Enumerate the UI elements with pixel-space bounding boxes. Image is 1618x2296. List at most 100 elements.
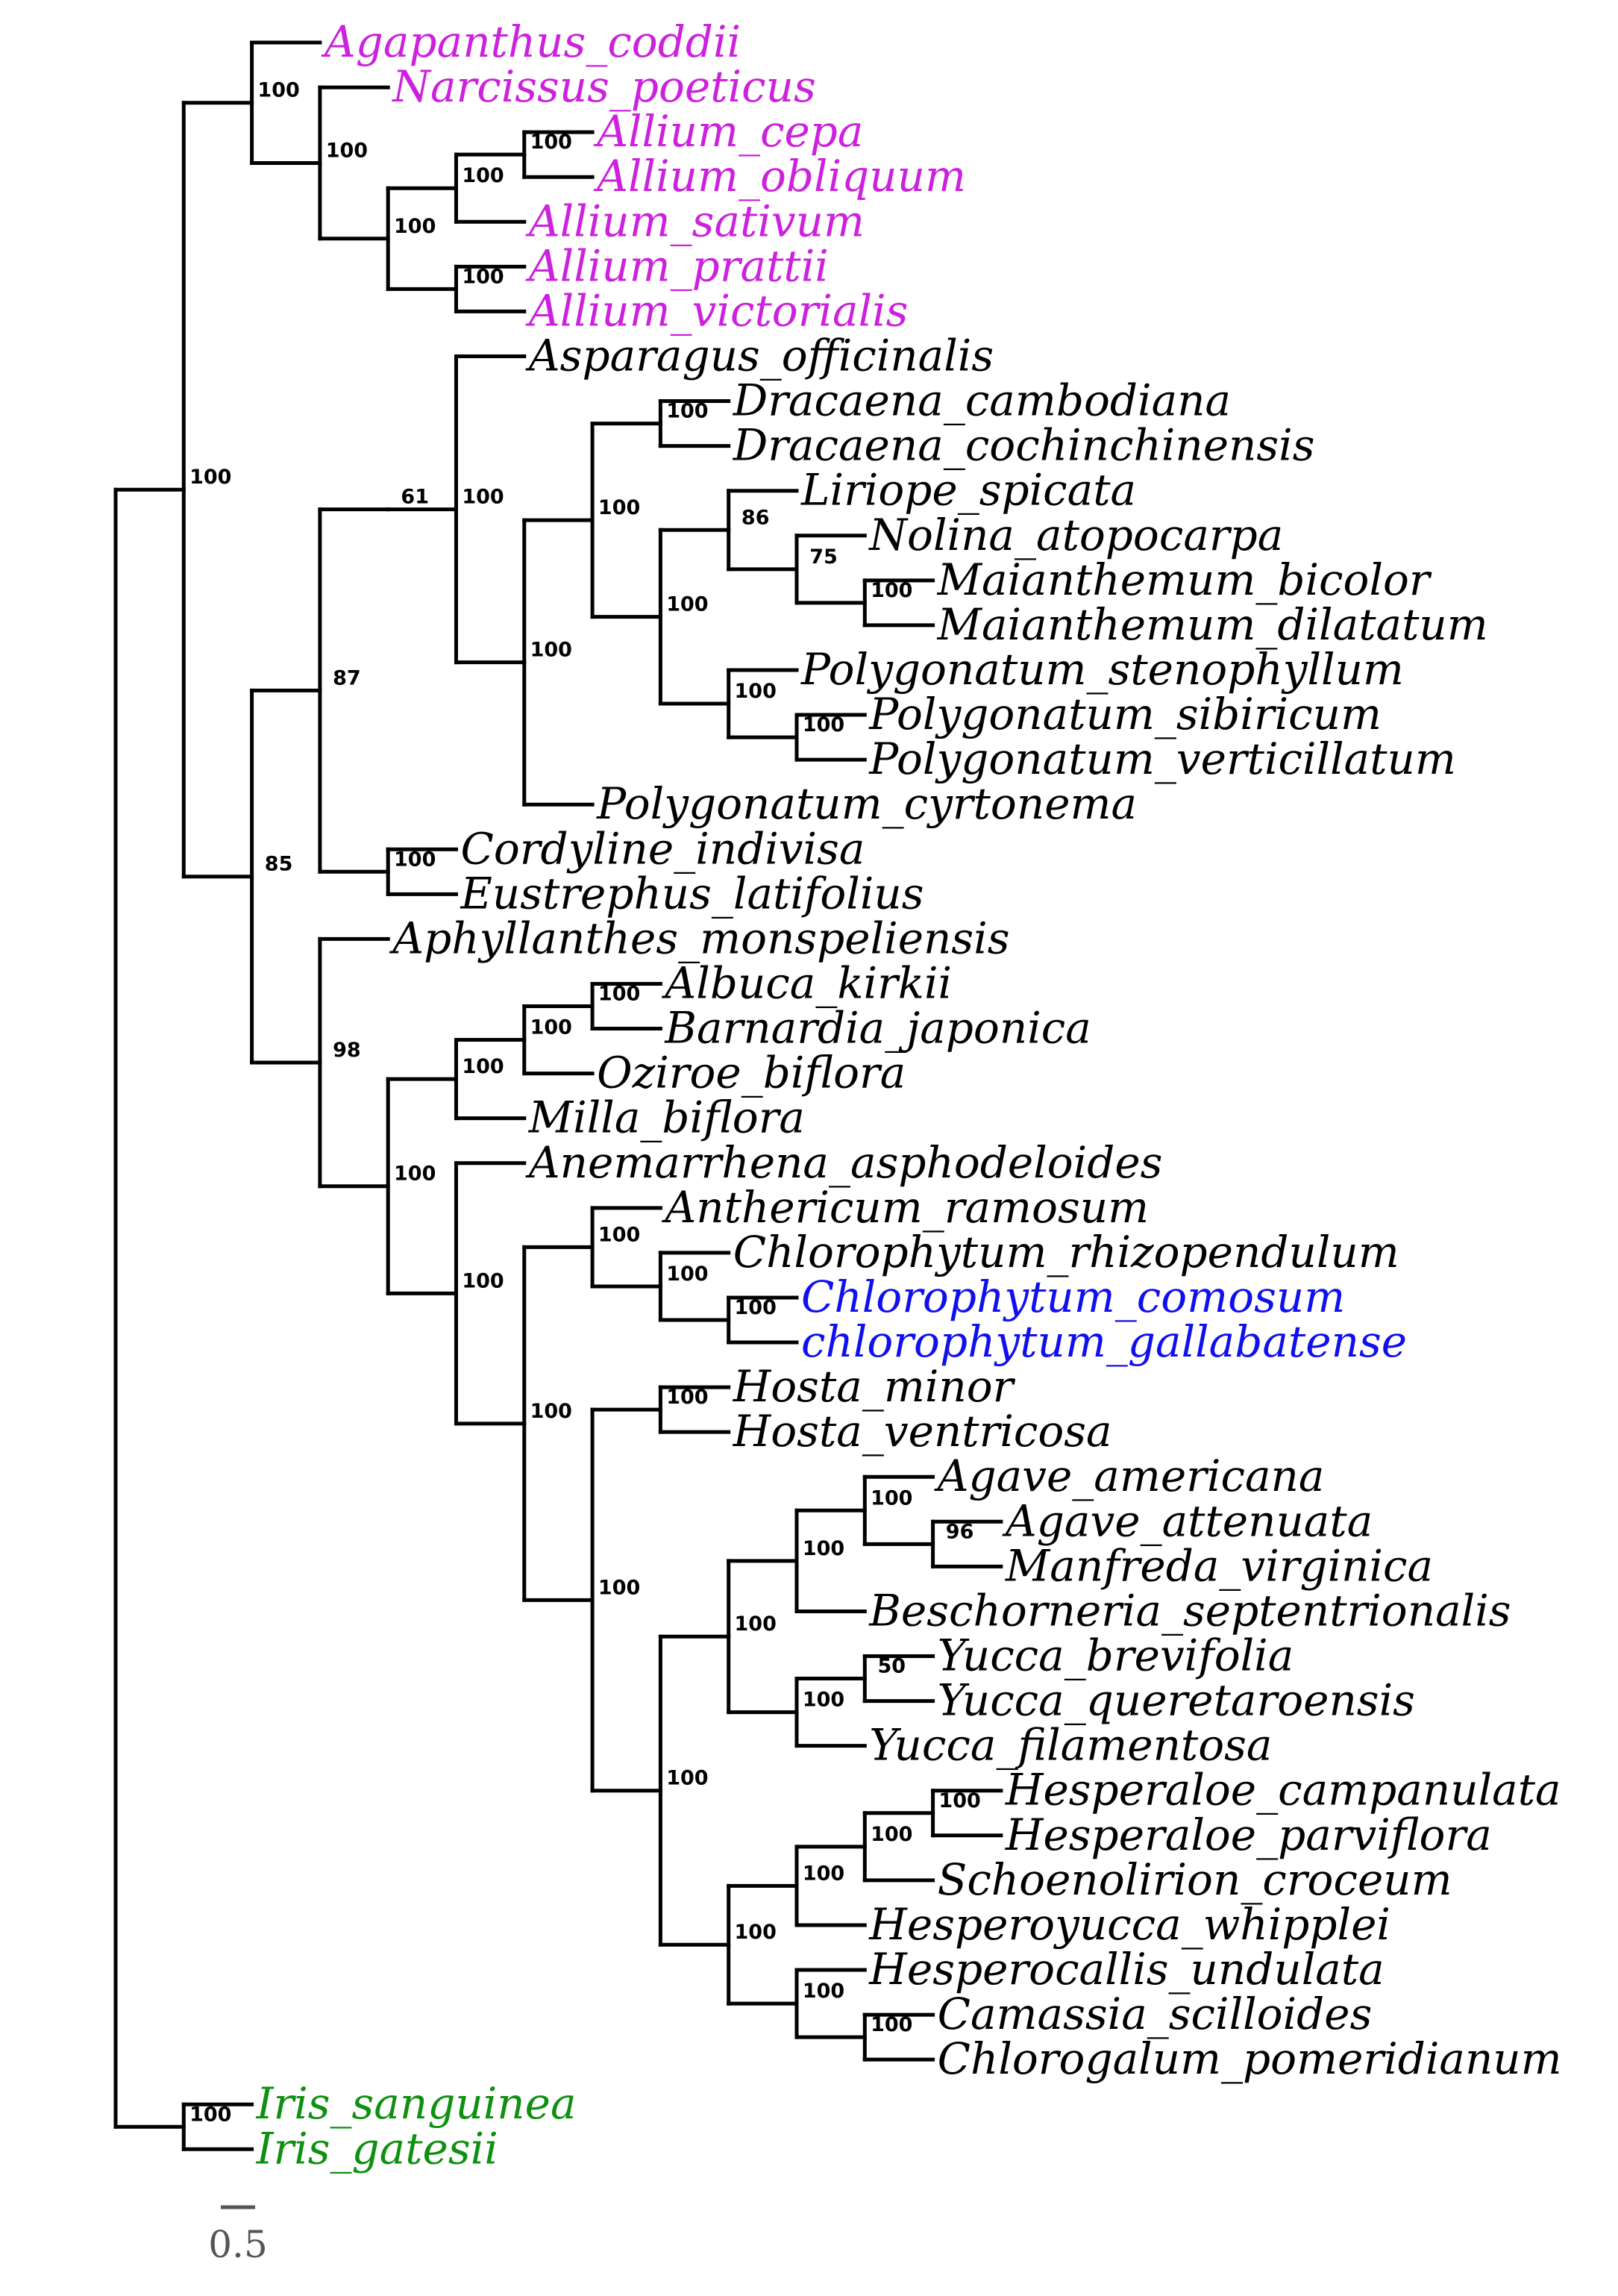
tip-label: Polygonatum_cyrtonema	[596, 778, 1137, 829]
support-value: 87	[333, 666, 361, 689]
support-value: 100	[394, 848, 436, 871]
support-value: 100	[735, 1612, 777, 1636]
tip-label: Chlorogalum_pomeridianum	[938, 2033, 1562, 2084]
tip-label: Agapanthus_coddii	[321, 16, 741, 67]
support-value: 100	[803, 713, 844, 736]
support-value: 100	[530, 1016, 572, 1039]
tip-label: Oziroe_biflora	[597, 1048, 906, 1098]
support-value: 100	[666, 1263, 708, 1286]
tip-label: Chlorophytum_rhizopendulum	[733, 1227, 1399, 1277]
support-value: 100	[530, 1400, 572, 1423]
tip-label: Dracaena_cochinchinensis	[733, 420, 1315, 471]
support-value: 98	[333, 1039, 361, 1062]
tip-label: Allium_cepa	[593, 106, 863, 157]
support-value: 100	[666, 593, 708, 616]
support-value: 100	[803, 1862, 844, 1885]
tip-label: Yucca_brevifolia	[938, 1630, 1294, 1681]
support-value: 100	[598, 1576, 640, 1599]
tip-label: Hesperoyucca_whipplei	[868, 1899, 1390, 1950]
tip-label: Maianthemum_dilatatum	[937, 599, 1488, 650]
tip-label: Anthericum_ramosum	[661, 1182, 1149, 1233]
support-value: 100	[462, 1055, 504, 1078]
tip-label: Camassia_scilloides	[938, 1989, 1373, 2039]
support-value: 75	[809, 545, 838, 569]
support-value: 100	[598, 983, 640, 1006]
support-value: 100	[530, 639, 572, 662]
tip-label: Asparagus_officinalis	[525, 330, 994, 381]
tip-label: Yucca_filamentosa	[869, 1720, 1272, 1771]
tip-label: Polygonatum_stenophyllum	[800, 644, 1404, 695]
support-value: 100	[462, 164, 504, 187]
support-value: 100	[530, 131, 572, 154]
support-value: 100	[871, 2013, 912, 2036]
tip-label: Albuca_kirkii	[661, 957, 952, 1008]
tip-label: Nolina_atopocarpa	[868, 510, 1283, 560]
support-value: 100	[189, 2103, 231, 2126]
tip-label: Maianthemum_bicolor	[937, 554, 1432, 605]
support-value: 100	[598, 496, 640, 519]
support-value: 100	[666, 1386, 708, 1409]
tip-label: Polygonatum_sibiricum	[868, 689, 1382, 739]
support-value: 100	[735, 1921, 777, 1944]
tip-label: Schoenolirion_croceum	[938, 1854, 1452, 1905]
support-value: 100	[871, 1823, 912, 1846]
support-value: 100	[803, 1537, 844, 1560]
support-value: 100	[257, 79, 299, 102]
support-value: 100	[326, 139, 368, 162]
support-value: 100	[462, 1269, 504, 1292]
tip-label: Iris_sanguinea	[256, 2078, 577, 2129]
tip-label: Polygonatum_verticillatum	[868, 733, 1456, 784]
tip-label: Narcissus_poeticus	[391, 61, 816, 112]
support-value: 61	[401, 486, 429, 509]
support-value: 100	[938, 1789, 980, 1812]
tip-label: Allium_prattii	[525, 240, 829, 291]
tip-label: Manfreda_virginica	[1005, 1540, 1433, 1591]
tip-label: Aphyllanthes_monspeliensis	[389, 913, 1009, 963]
tip-label: Yucca_queretaroensis	[938, 1675, 1415, 1726]
tip-label: Hesperaloe_campanulata	[1005, 1765, 1561, 1815]
tip-label: Cordyline_indivisa	[461, 823, 865, 874]
support-value: 100	[871, 1486, 912, 1510]
support-value: 100	[394, 215, 436, 238]
support-value: 50	[878, 1655, 906, 1678]
support-value: 100	[666, 400, 708, 423]
tip-label: Allium_sativum	[525, 195, 865, 246]
support-value: 100	[803, 1689, 844, 1712]
tip-label: Hosta_minor	[733, 1361, 1016, 1412]
tree-branches	[113, 40, 1003, 2151]
tip-label: Eustrephus_latifolius	[460, 868, 924, 919]
support-value: 86	[741, 506, 770, 529]
tip-label: Hesperaloe_parviflora	[1005, 1809, 1492, 1860]
tip-label: Barnardia_japonica	[664, 1003, 1091, 1054]
tip-label: Chlorophytum_comosum	[801, 1271, 1345, 1322]
tip-labels: Agapanthus_coddiiNarcissus_poeticusAlliu…	[256, 16, 1562, 2174]
tip-label: Allium_obliquum	[593, 151, 966, 201]
tip-label: Liriope_spicata	[800, 465, 1136, 516]
tip-label: Hosta_ventricosa	[733, 1406, 1112, 1457]
tip-label: Milla_biflora	[528, 1092, 805, 1143]
support-value: 100	[871, 579, 912, 602]
support-value: 100	[735, 1296, 777, 1319]
scale-bar: 0.5	[208, 2205, 268, 2266]
scale-bar-label: 0.5	[208, 2223, 268, 2266]
tip-label: Agave_attenuata	[1002, 1495, 1373, 1546]
tip-label: chlorophytum_gallabatense	[801, 1316, 1407, 1367]
support-value: 100	[462, 265, 504, 288]
support-value: 100	[189, 466, 231, 489]
support-value: 96	[946, 1520, 974, 1543]
support-values: 100 100 100 100 100 100 100 85 87 61 100 100 100 100 1…	[189, 79, 981, 2127]
support-value: 100	[735, 680, 777, 703]
tip-label: Allium_victorialis	[525, 285, 909, 336]
tip-label: Iris_gatesii	[256, 2123, 498, 2174]
tip-label: Anemarrhena_asphodeloides	[525, 1137, 1163, 1188]
support-value: 100	[666, 1767, 708, 1790]
support-value: 100	[598, 1223, 640, 1246]
support-value: 100	[462, 486, 504, 509]
tip-label: Beschorneria_septentrionalis	[868, 1585, 1511, 1636]
support-value: 85	[265, 853, 293, 876]
tip-label: Dracaena_cambodiana	[733, 375, 1231, 426]
tip-label: Agave_americana	[934, 1451, 1325, 1501]
support-value: 100	[394, 1163, 436, 1186]
support-value: 100	[803, 1980, 844, 2003]
